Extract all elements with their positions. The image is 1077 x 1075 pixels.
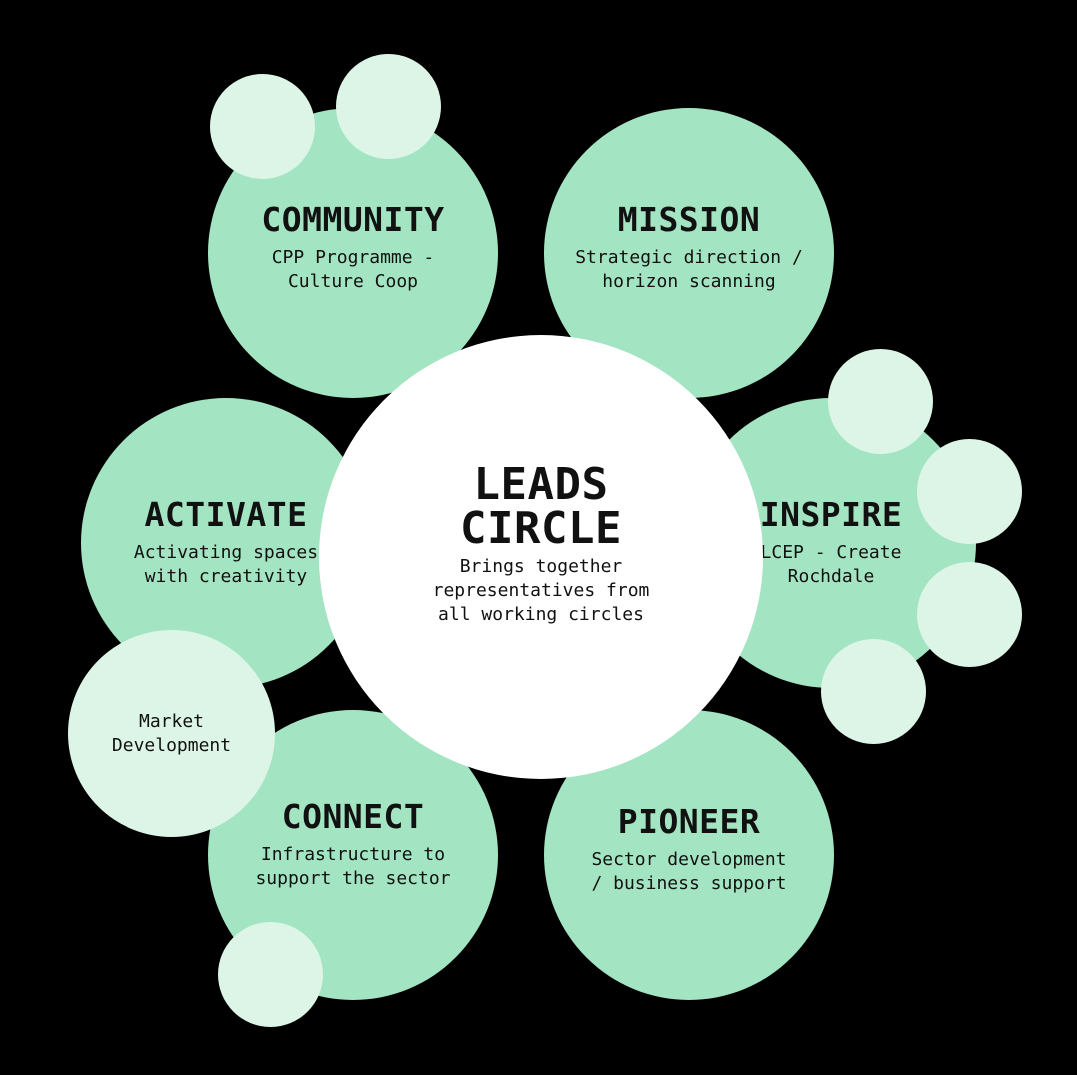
mission-title: MISSION: [617, 199, 761, 239]
community-circle: COMMUNITY CPP Programme - Culture Coop: [208, 108, 498, 398]
connect-title: CONNECT: [281, 796, 425, 836]
pioneer-title: PIONEER: [617, 801, 761, 841]
community-description: CPP Programme - Culture Coop: [271, 247, 435, 293]
leads-circle-description: Brings together representatives from all…: [432, 556, 650, 625]
inspire-sub-circle-1: [828, 349, 933, 454]
inspire-title: INSPIRE: [759, 494, 903, 534]
mission-description: Strategic direction / horizon scanning: [575, 247, 803, 293]
inspire-sub-circle-2: [917, 439, 1022, 544]
inspire-sub-circle-4: [821, 639, 926, 744]
inspire-description: LCEP - Create Rochdale: [760, 542, 902, 588]
pioneer-description: Sector development / business support: [591, 849, 787, 895]
community-title: COMMUNITY: [261, 199, 445, 239]
market-development-circle: Market Development: [68, 630, 275, 837]
connect-sub-circle: [218, 922, 323, 1027]
leads-circle-center: LEADS CIRCLE Brings together representat…: [319, 335, 763, 779]
community-sub-circle-2: [336, 54, 441, 159]
connect-description: Infrastructure to support the sector: [255, 844, 451, 890]
activate-description: Activating spaces with creativity: [133, 542, 319, 588]
leads-circle-title: LEADS CIRCLE: [460, 459, 622, 554]
inspire-sub-circle-3: [917, 562, 1022, 667]
activate-title: ACTIVATE: [144, 494, 308, 534]
community-sub-circle-1: [210, 74, 315, 179]
pioneer-circle: PIONEER Sector development / business su…: [544, 710, 834, 1000]
market-development-label: Market Development: [111, 710, 232, 756]
